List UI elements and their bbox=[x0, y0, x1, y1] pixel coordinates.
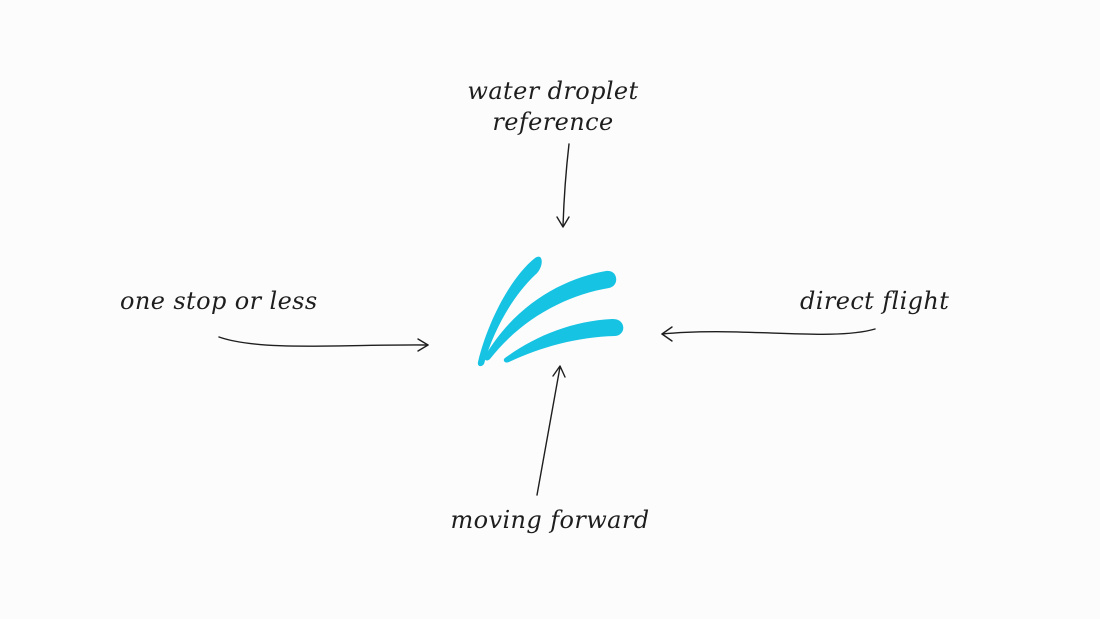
arrow-from-bottom bbox=[536, 365, 566, 496]
label-moving-forward: moving forward bbox=[450, 506, 650, 534]
label-water-droplet-reference: water droplet reference bbox=[440, 76, 666, 138]
logo-streak-middle bbox=[484, 270, 617, 361]
arrow-from-top bbox=[556, 143, 570, 228]
label-one-stop-or-less: one stop or less bbox=[120, 287, 318, 315]
logo-streak-bottom bbox=[503, 318, 624, 363]
arrow-from-left bbox=[218, 336, 429, 352]
streak-logo bbox=[477, 256, 624, 367]
label-top-line1: water droplet bbox=[467, 77, 639, 105]
label-top-line2: reference bbox=[492, 108, 614, 136]
arrow-from-right bbox=[661, 326, 876, 342]
label-direct-flight: direct flight bbox=[800, 287, 950, 315]
logo-streak-top bbox=[477, 256, 542, 367]
